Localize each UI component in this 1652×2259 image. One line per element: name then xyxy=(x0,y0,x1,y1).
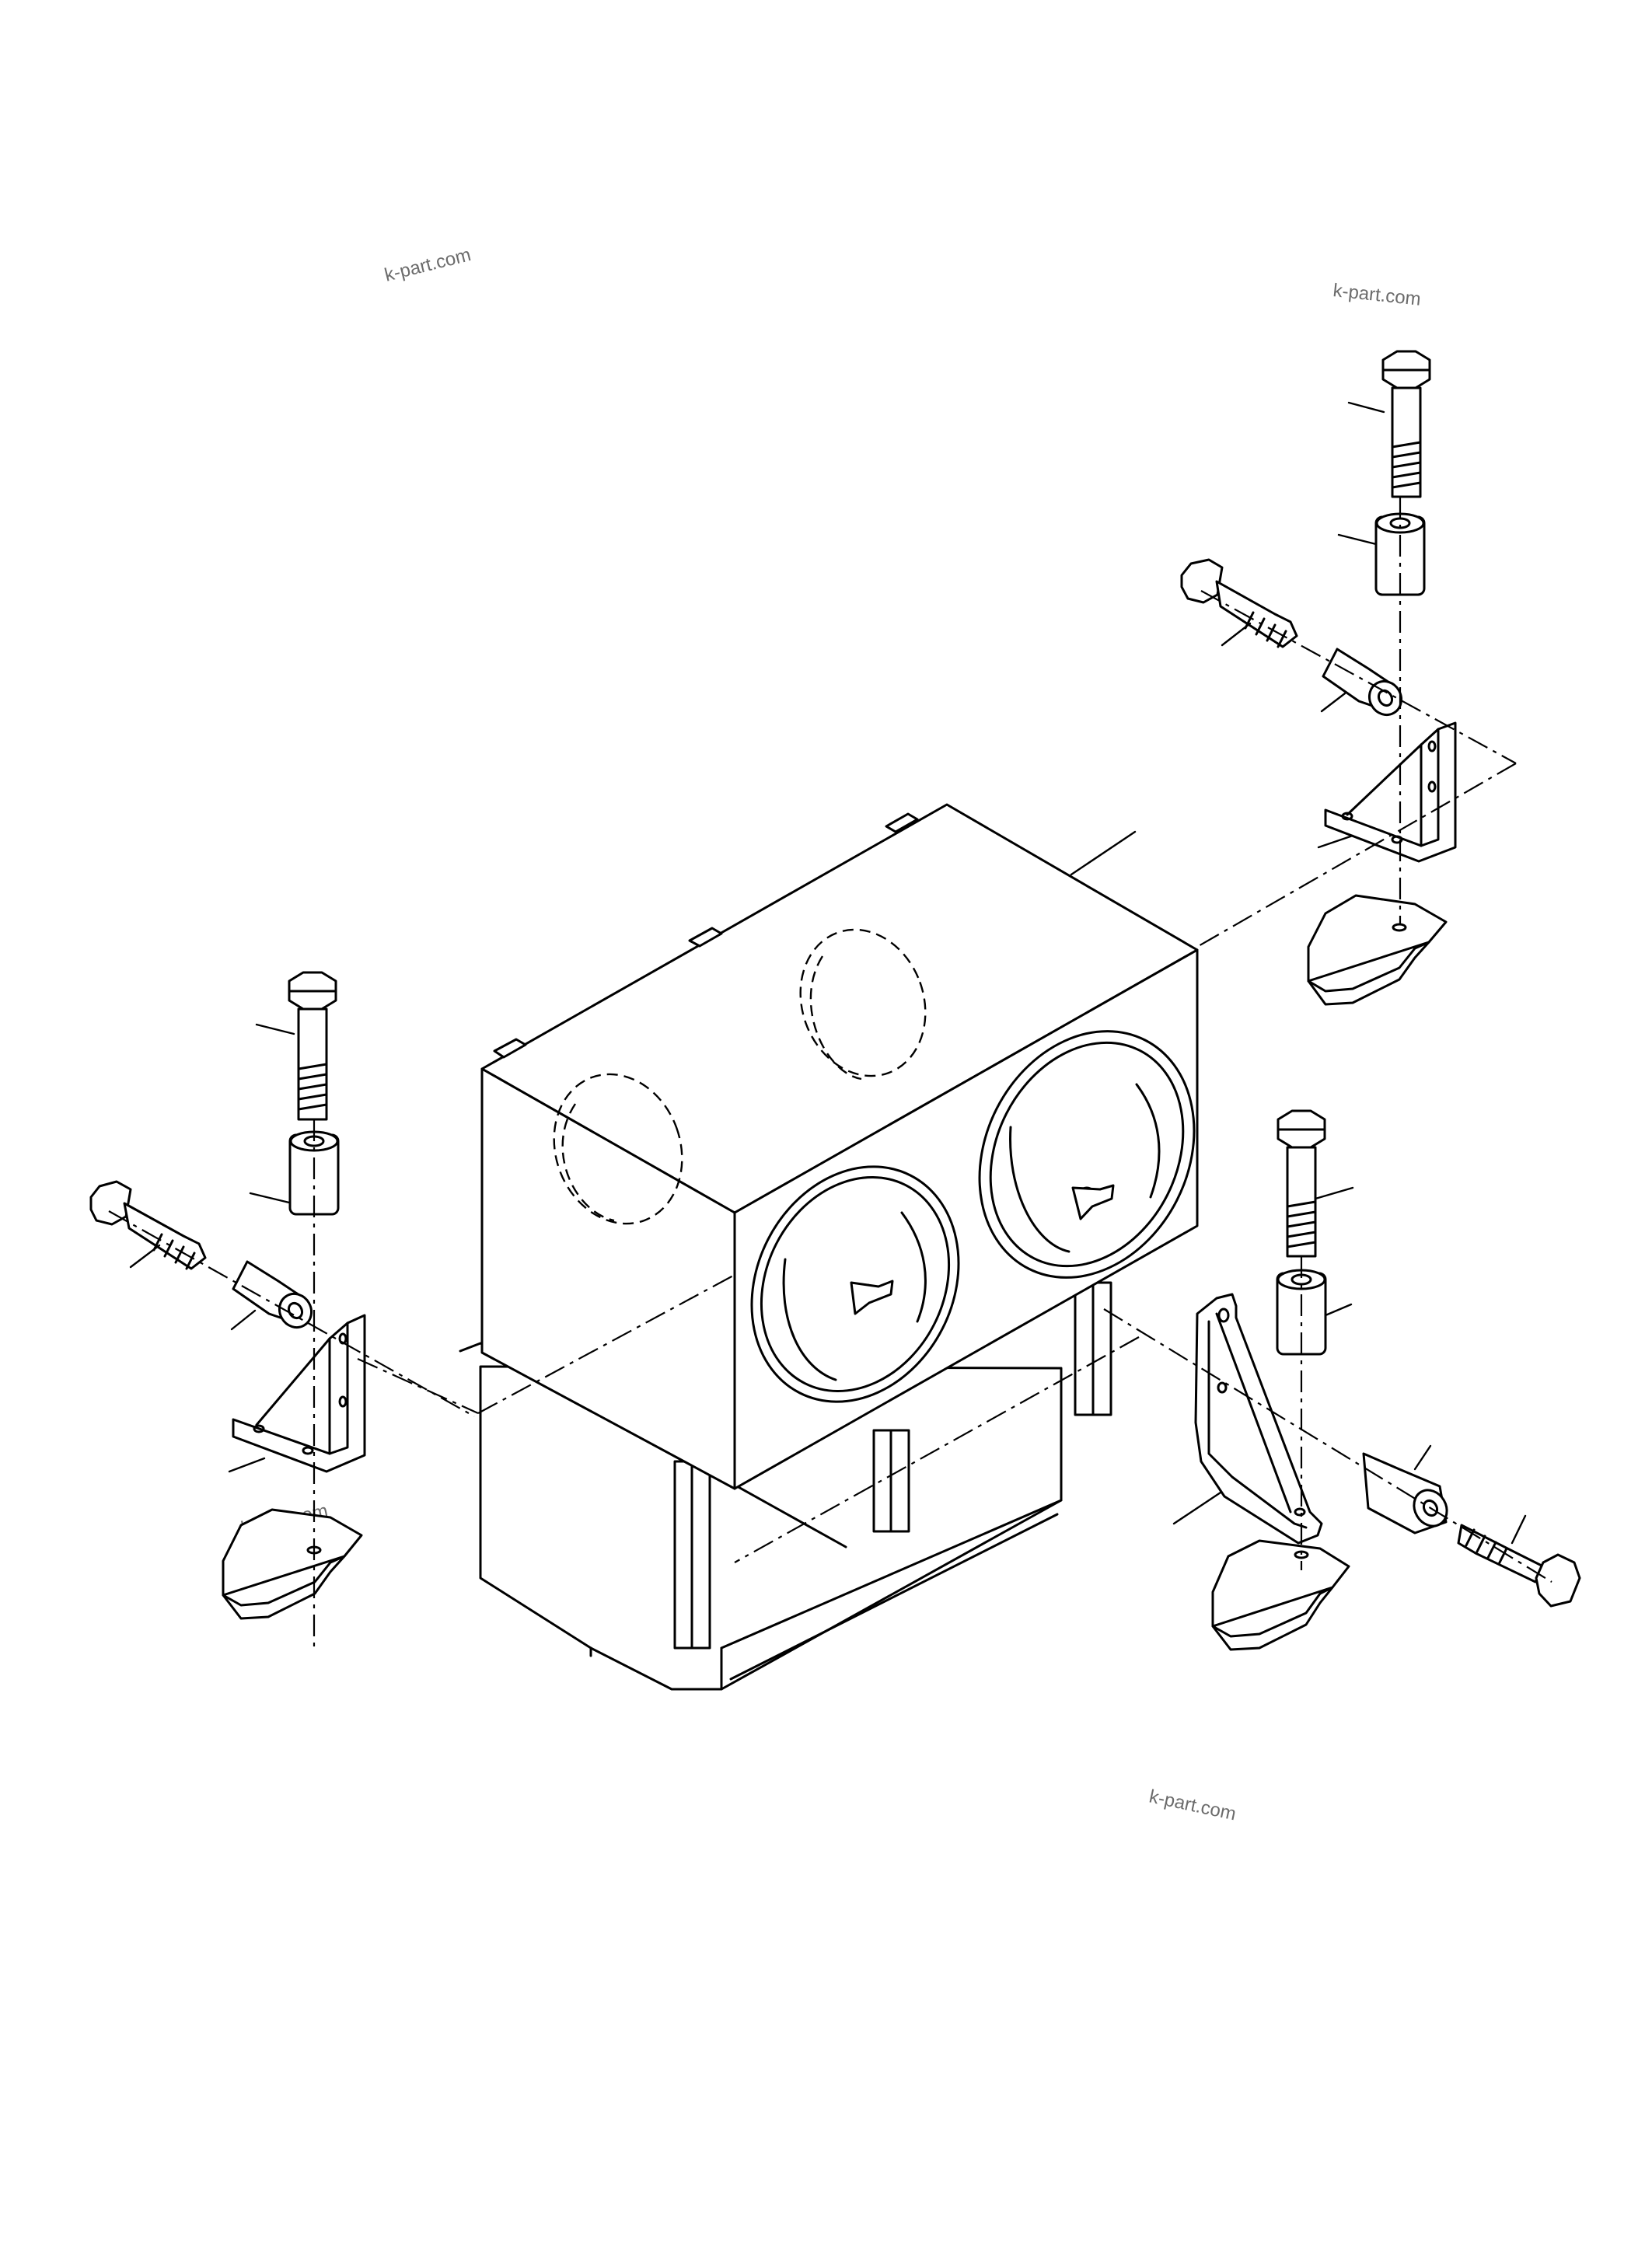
fan-left xyxy=(750,1165,960,1403)
mount-group-top-right xyxy=(1180,350,1517,1006)
mount-group-left xyxy=(89,971,735,1648)
mount-group-bottom-right xyxy=(734,1109,1581,1651)
watermark-top-left: k-part.com xyxy=(382,244,473,286)
fan-right xyxy=(978,1030,1196,1279)
watermark-top-right: k-part.com xyxy=(1332,280,1422,310)
watermark-bottom: k-part.com xyxy=(1147,1786,1238,1824)
main-unit xyxy=(459,803,1199,1691)
